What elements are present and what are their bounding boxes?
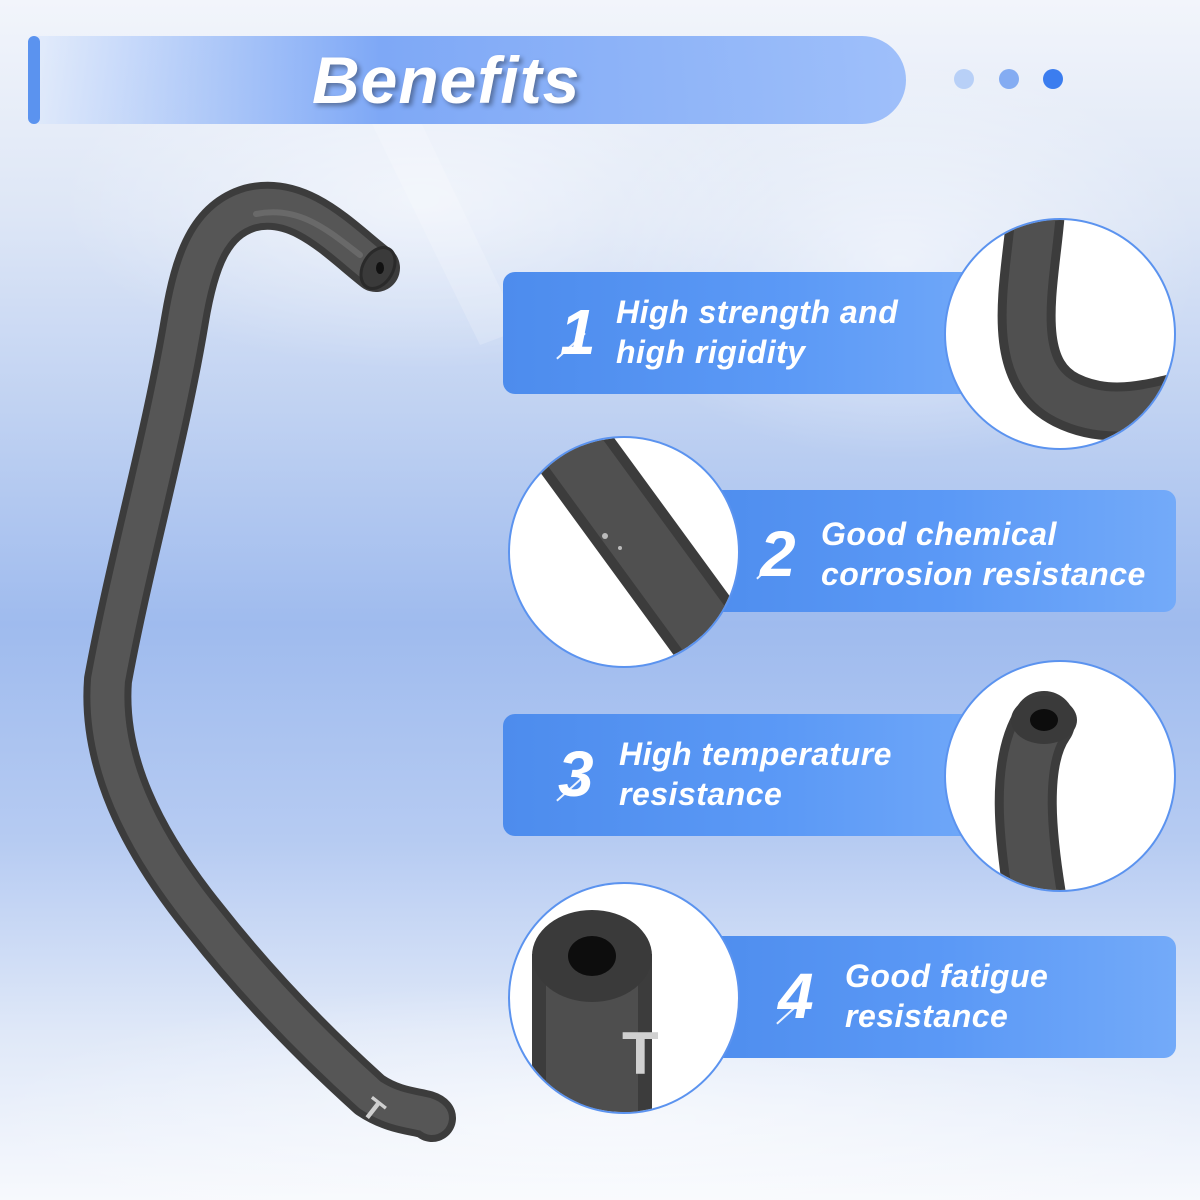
hose-surface-detail-icon bbox=[508, 436, 740, 668]
benefit-card-4 bbox=[676, 936, 1176, 1058]
benefit-3-line1: High temperature bbox=[619, 736, 892, 772]
benefit-2-number: 2 bbox=[760, 518, 796, 590]
benefit-1-line1: High strength and bbox=[616, 294, 899, 330]
header-banner bbox=[30, 36, 906, 124]
carousel-dot-3-active[interactable] bbox=[1043, 69, 1063, 89]
svg-text:T: T bbox=[622, 1020, 659, 1087]
benefit-card-1 bbox=[503, 272, 1015, 394]
hose-bend-detail-icon bbox=[944, 218, 1176, 450]
carousel-dot-1[interactable] bbox=[954, 69, 974, 89]
benefit-1-line2: high rigidity bbox=[616, 334, 806, 370]
carousel-dot-2[interactable] bbox=[999, 69, 1019, 89]
benefit-card-2 bbox=[676, 490, 1176, 612]
benefit-3-line2: resistance bbox=[619, 776, 783, 812]
benefit-4-line2: resistance bbox=[845, 998, 1009, 1034]
benefit-4-line1: Good fatigue bbox=[845, 958, 1049, 994]
benefit-2-line2: corrosion resistance bbox=[821, 556, 1146, 592]
benefit-1-number: 1 bbox=[560, 296, 596, 368]
benefit-3-number: 3 bbox=[558, 738, 594, 810]
hose-end-detail-icon bbox=[944, 660, 1176, 892]
benefit-card-3 bbox=[503, 714, 1013, 836]
benefit-4-number: 4 bbox=[778, 960, 814, 1032]
hose-opening-detail-icon: T bbox=[508, 882, 740, 1114]
header-accent-bar bbox=[28, 36, 40, 124]
benefit-2-line1: Good chemical bbox=[821, 516, 1057, 552]
page-title: Benefits bbox=[312, 43, 581, 117]
